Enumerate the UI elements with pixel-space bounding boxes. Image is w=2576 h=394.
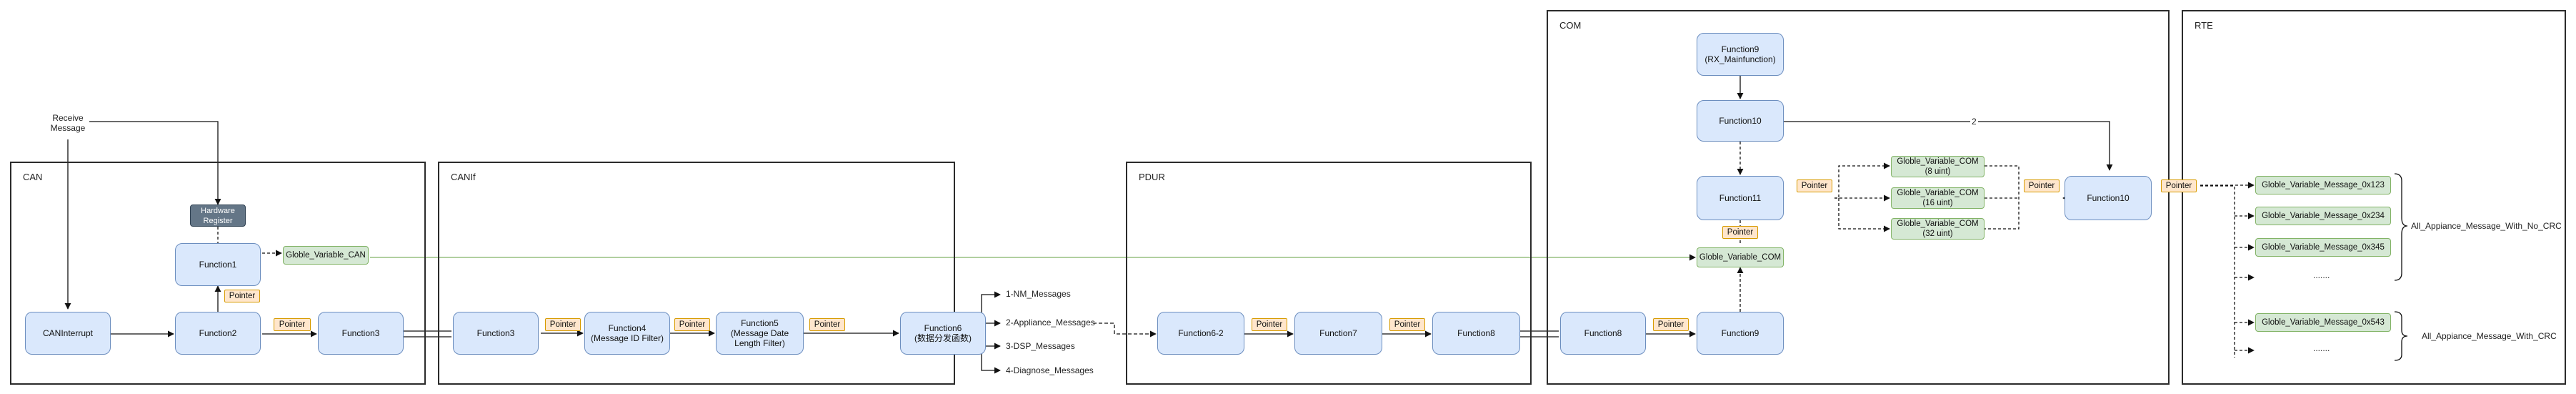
can-interrupt-node[interactable]: CANInterrupt <box>25 312 111 355</box>
msg-dsp-label: 3-DSP_Messages <box>1006 341 1075 351</box>
globle-variable-com[interactable]: Globle_Variable_COM <box>1697 247 1784 267</box>
canif-function5-node[interactable]: Function5 (Message Date Length Filter) <box>716 312 804 355</box>
rte-dots-b: ....... <box>2313 343 2330 353</box>
edge-com-merge <box>1985 165 2020 230</box>
canif-function6-node[interactable]: Function6 (数据分发函数) <box>900 312 986 355</box>
pointer-com-a: Pointer <box>1653 318 1689 331</box>
frame-canif-title: CANIf <box>451 172 476 182</box>
com-function10-out-node[interactable]: Function10 <box>2065 176 2152 220</box>
pointer-com-b: Pointer <box>1722 226 1758 239</box>
com-function9-node[interactable]: Function9 <box>1697 312 1784 355</box>
frame-canif: CANIf <box>438 162 955 385</box>
rte-dots-a: ....... <box>2313 270 2330 280</box>
receive-message-label: Receive Message <box>50 113 86 133</box>
globle-variable-message-0x123[interactable]: Globle_Variable_Message_0x123 <box>2255 176 2391 194</box>
pointer-com-d: Pointer <box>2024 179 2060 192</box>
edge-dispatch-diag <box>981 346 1001 374</box>
msg-nm-label: 1-NM_Messages <box>1006 289 1071 299</box>
pdur-function6-2-node[interactable]: Function6-2 <box>1157 312 1244 355</box>
pointer-pdur-a: Pointer <box>1252 318 1287 331</box>
pointer-canif-a: Pointer <box>545 318 581 331</box>
pointer-canif-c: Pointer <box>809 318 845 331</box>
com-function11-node[interactable]: Function11 <box>1697 176 1784 220</box>
canif-function4-node[interactable]: Function4 (Message ID Filter) <box>584 312 670 355</box>
frame-rte-title: RTE <box>2195 20 2213 31</box>
hardware-register-node[interactable]: Hardware Register <box>190 205 246 227</box>
pointer-com-e: Pointer <box>2161 179 2197 192</box>
msg-appliance-label: 2-Appliance_Messages <box>1006 317 1095 327</box>
globle-variable-message-0x543[interactable]: Globle_Variable_Message_0x543 <box>2255 313 2391 332</box>
globle-variable-message-0x345[interactable]: Globle_Variable_Message_0x345 <box>2255 238 2391 257</box>
edge-rte-fan <box>2200 185 2235 358</box>
com-function8-node[interactable]: Function8 <box>1560 312 1646 355</box>
edge-f10-to-f10out <box>1784 121 2113 171</box>
edge-can-to-canif <box>404 330 451 338</box>
frame-can: CAN <box>10 162 426 385</box>
pdur-function7-node[interactable]: Function7 <box>1294 312 1382 355</box>
can-function3-node[interactable]: Function3 <box>318 312 404 355</box>
brace-crc-label: All_Appiance_Message_With_CRC <box>2422 331 2557 341</box>
pointer-com-c: Pointer <box>1797 179 1832 192</box>
globle-variable-com-16[interactable]: Globle_Variable_COM (16 uint) <box>1891 187 1985 209</box>
com-function10-node[interactable]: Function10 <box>1697 100 1784 142</box>
globle-variable-can[interactable]: Globle_Variable_CAN <box>283 246 369 265</box>
frame-can-title: CAN <box>23 172 43 182</box>
pointer-can-a: Pointer <box>224 290 260 302</box>
pdur-function8-node[interactable]: Function8 <box>1432 312 1520 355</box>
pointer-pdur-b: Pointer <box>1389 318 1425 331</box>
edge-pdur-to-com <box>1520 330 1559 338</box>
edge-appliance-to-pdur <box>1093 322 1157 338</box>
msg-diag-label: 4-Diagnose_Messages <box>1006 365 1094 375</box>
pointer-can-b: Pointer <box>274 318 311 331</box>
frame-pdur: PDUR <box>1126 162 1532 385</box>
frame-com: COM <box>1547 10 2170 385</box>
edge-f11-to-com32 <box>1838 198 1890 232</box>
can-function1-node[interactable]: Function1 <box>175 243 261 286</box>
brace-crc <box>2394 311 2408 361</box>
com-function9-main-node[interactable]: Function9 (RX_Mainfunction) <box>1697 33 1784 76</box>
canif-function3-node[interactable]: Function3 <box>453 312 539 355</box>
pointer-canif-b: Pointer <box>674 318 710 331</box>
globle-variable-message-0x234[interactable]: Globle_Variable_Message_0x234 <box>2255 207 2391 225</box>
globle-variable-com-32[interactable]: Globle_Variable_COM (32 uint) <box>1891 218 1985 240</box>
frame-pdur-title: PDUR <box>1139 172 1165 182</box>
brace-no-crc-label: All_Appiance_Message_With_No_CRC <box>2411 221 2562 231</box>
brace-no-crc <box>2394 173 2408 281</box>
edge-receive-to-hw <box>89 121 221 205</box>
can-function2-node[interactable]: Function2 <box>175 312 261 355</box>
globle-variable-com-8[interactable]: Globle_Variable_COM (8 uint) <box>1891 156 1985 177</box>
frame-rte: RTE <box>2182 10 2566 385</box>
edge-label-2: 2 <box>1970 117 1978 127</box>
frame-com-title: COM <box>1559 20 1582 31</box>
